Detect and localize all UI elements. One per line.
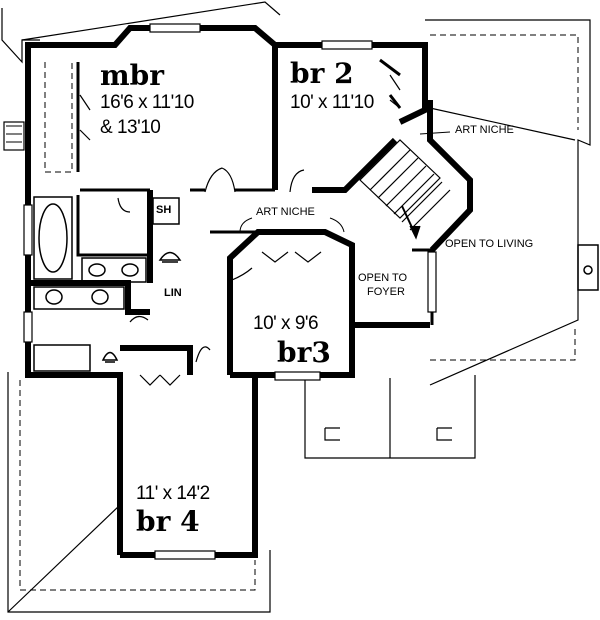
porch-detail-left bbox=[324, 427, 340, 441]
shower-label: SH bbox=[156, 204, 172, 216]
wall-closet-br4 bbox=[120, 345, 193, 375]
staircase bbox=[359, 139, 451, 240]
roof-outline-bottom-left bbox=[7, 372, 271, 613]
wall-west-bath bbox=[25, 190, 123, 555]
roof-outline-top-left bbox=[1, 8, 40, 64]
room-name-br3: br3 bbox=[277, 336, 331, 369]
open-to-foyer-label-line2: FOYER bbox=[367, 286, 405, 298]
room-dim-br4: 11' x 14'2 bbox=[136, 483, 210, 504]
bathtub-master bbox=[33, 196, 73, 280]
open-to-foyer-label-line1: OPEN TO bbox=[358, 272, 408, 284]
roof-outline-top bbox=[21, 1, 281, 41]
room-dim-br2: 10' x 11'10 bbox=[290, 92, 374, 113]
porch-detail-right bbox=[436, 427, 452, 441]
room-dim-mbr: 16'6 x 11'10 bbox=[100, 92, 194, 113]
wall-br2-south bbox=[312, 137, 398, 193]
room-dim-mbr-alt: & 13'10 bbox=[100, 117, 161, 138]
art-niche-label-top: ART NICHE bbox=[455, 124, 514, 136]
roof-outline-right-inner bbox=[429, 107, 576, 141]
bathtub-hall bbox=[33, 344, 91, 372]
vanity-master bbox=[81, 257, 147, 283]
fireplace-right bbox=[577, 244, 599, 291]
room-dim-br3: 10' x 9'6 bbox=[253, 313, 319, 334]
linen-closet-label: LIN bbox=[164, 287, 182, 299]
wall-br3 bbox=[227, 229, 355, 378]
roof-outline-bottom-left-diag bbox=[7, 504, 121, 613]
art-niche-label-middle: ART NICHE bbox=[256, 206, 315, 218]
wall-foyer bbox=[349, 248, 430, 328]
room-name-br2: br 2 bbox=[290, 57, 354, 90]
wall-stair-east bbox=[427, 100, 473, 253]
roof-outline-right bbox=[425, 19, 591, 386]
open-to-living-label: OPEN TO LIVING bbox=[445, 238, 534, 250]
wall-bath-divider bbox=[28, 280, 150, 315]
room-name-br4: br 4 bbox=[136, 505, 200, 538]
room-name-mbr: mbr bbox=[100, 59, 164, 92]
shower-stall bbox=[152, 197, 180, 225]
vanity-hall bbox=[33, 286, 125, 310]
